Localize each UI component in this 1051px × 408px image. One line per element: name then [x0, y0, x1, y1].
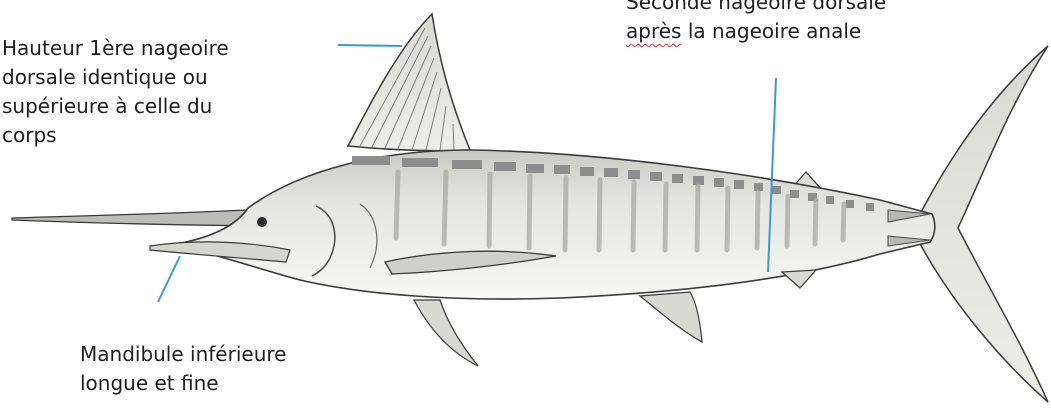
first-dorsal-label-line-3: supérieure à celle du: [2, 92, 229, 121]
pelvic-fin: [414, 300, 478, 366]
first-dorsal-fin-label: Hauteur 1ère nageoire dorsale identique …: [2, 34, 229, 150]
first-dorsal-fin: [348, 14, 470, 151]
spellcheck-word: après: [626, 19, 681, 43]
lower-mandible-label: Mandibule inférieure longue et fine: [80, 340, 286, 398]
first-anal-fin: [640, 292, 702, 342]
first-dorsal-label-line-1: Hauteur 1ère nageoire: [2, 34, 229, 63]
second-dorsal-label-line-2: après la nageoire anale: [626, 17, 886, 46]
second-dorsal-label-line-2-rest: la nageoire anale: [681, 19, 861, 43]
tail-fin: [918, 46, 1048, 402]
leader-line-mandible: [158, 256, 180, 302]
second-anal-fin: [782, 270, 816, 288]
first-dorsal-label-line-4: corps: [2, 121, 229, 150]
eye: [257, 217, 267, 227]
bill: [12, 210, 262, 226]
mandible-label-line-1: Mandibule inférieure: [80, 340, 286, 369]
first-dorsal-label-line-2: dorsale identique ou: [2, 63, 229, 92]
second-dorsal-fin-label: Seconde nageoire dorsale après la nageoi…: [626, 0, 886, 46]
leader-line-first-dorsal: [338, 45, 402, 46]
mandible-label-line-2: longue et fine: [80, 369, 286, 398]
second-dorsal-label-line-1: Seconde nageoire dorsale: [626, 0, 886, 17]
